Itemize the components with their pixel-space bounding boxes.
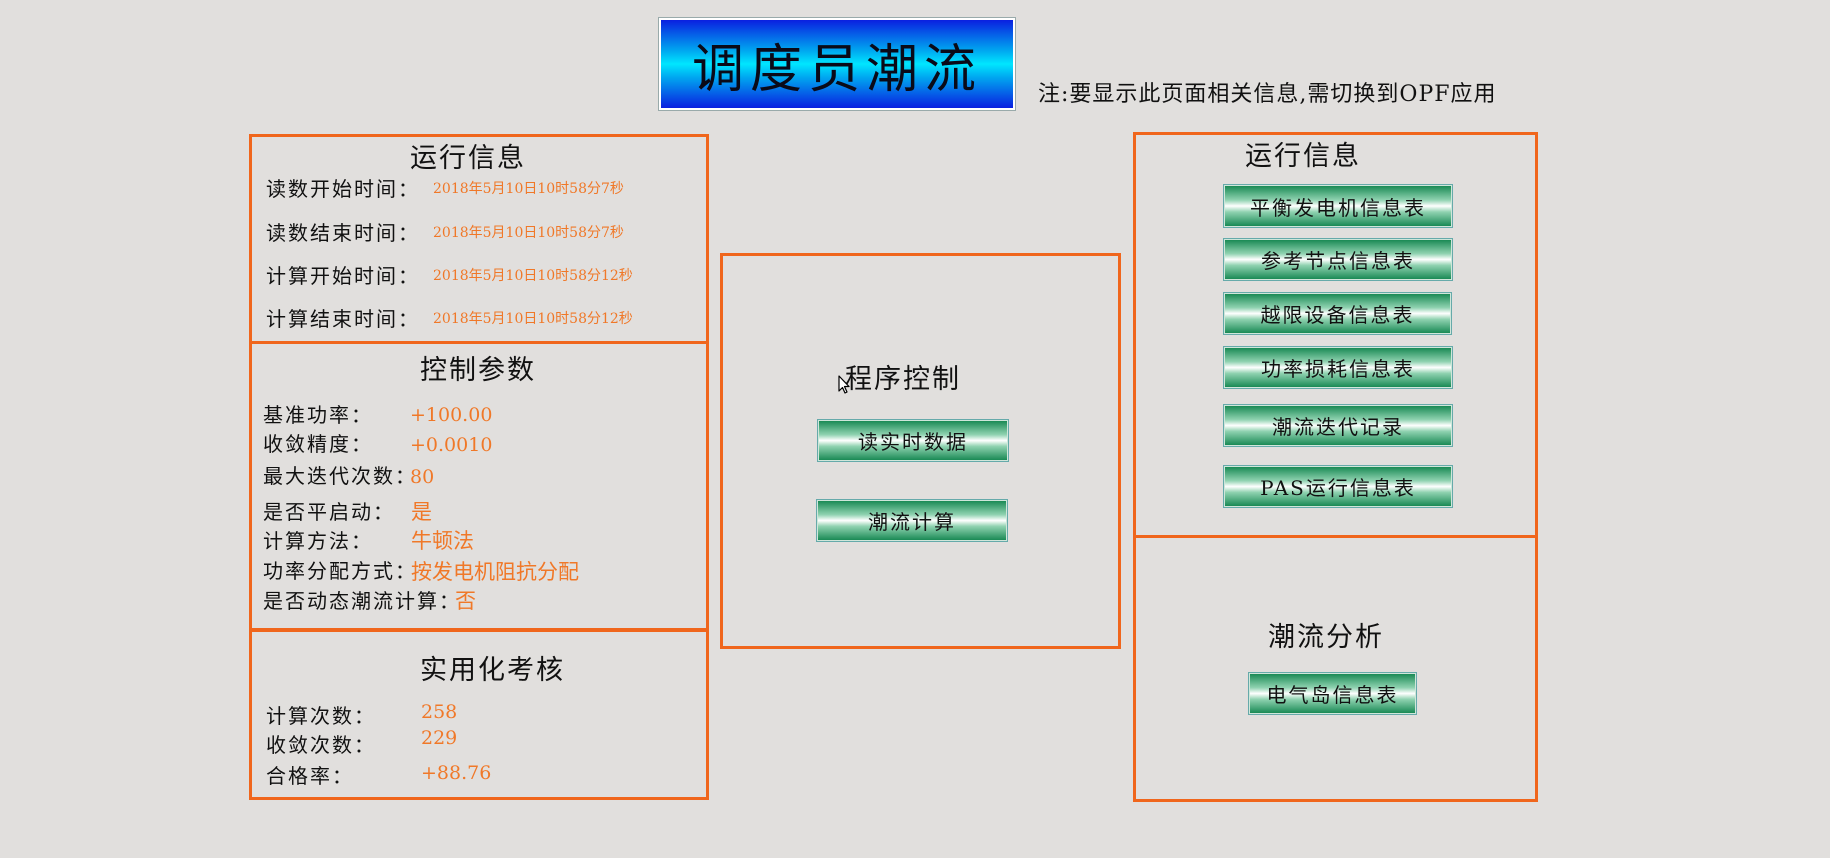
calc-method-label: 计算方法： — [263, 529, 373, 553]
pass-rate-label: 合格率： — [266, 764, 354, 788]
calc-start-value: 2018年5月10日10时58分12秒 — [433, 268, 633, 284]
limit-violation-table-button[interactable]: 越限设备信息表 — [1224, 293, 1451, 334]
read-end-label: 读数结束时间： — [266, 221, 420, 245]
slack-generator-table-button[interactable]: 平衡发电机信息表 — [1224, 185, 1452, 227]
max-iterations-label: 最大迭代次数： — [263, 464, 417, 488]
flow-iteration-record-button[interactable]: 潮流迭代记录 — [1224, 405, 1452, 446]
calc-end-label: 计算结束时间： — [266, 307, 420, 331]
max-iterations-value: 80 — [410, 466, 435, 488]
power-loss-table-button[interactable]: 功率损耗信息表 — [1224, 347, 1452, 388]
program-control-title: 程序控制 — [845, 364, 961, 395]
flat-start-value: 是 — [411, 500, 432, 524]
dynamic-flow-label: 是否动态潮流计算： — [263, 589, 461, 613]
reference-node-table-button[interactable]: 参考节点信息表 — [1224, 239, 1452, 280]
converge-count-label: 收敛次数： — [266, 733, 376, 757]
calc-method-value: 牛顿法 — [411, 529, 474, 553]
program-control-panel — [720, 253, 1121, 649]
convergence-precision-value: +0.0010 — [410, 434, 493, 456]
pas-run-info-table-button[interactable]: PAS运行信息表 — [1224, 466, 1452, 507]
run-info-title: 运行信息 — [410, 143, 526, 174]
base-power-label: 基准功率： — [263, 403, 373, 427]
calc-count-value: 258 — [421, 701, 458, 723]
flat-start-label: 是否平启动： — [263, 500, 395, 524]
flow-analysis-title: 潮流分析 — [1268, 622, 1384, 653]
calc-end-value: 2018年5月10日10时58分12秒 — [433, 311, 633, 327]
opf-note: 注:要显示此页面相关信息,需切换到OPF应用 — [1038, 82, 1497, 107]
electrical-island-table-button[interactable]: 电气岛信息表 — [1249, 673, 1416, 714]
convergence-precision-label: 收敛精度： — [263, 432, 373, 456]
dynamic-flow-value: 否 — [455, 589, 476, 613]
flow-analysis-panel — [1133, 535, 1538, 802]
power-allocation-label: 功率分配方式： — [263, 559, 417, 583]
power-flow-calc-button[interactable]: 潮流计算 — [817, 500, 1007, 541]
calc-count-label: 计算次数： — [266, 704, 376, 728]
power-allocation-value: 按发电机阻抗分配 — [411, 560, 579, 584]
control-params-title: 控制参数 — [420, 355, 536, 386]
assessment-title: 实用化考核 — [420, 655, 565, 686]
read-end-value: 2018年5月10日10时58分7秒 — [433, 225, 624, 241]
assessment-panel — [249, 628, 709, 800]
read-start-value: 2018年5月10日10时58分7秒 — [433, 181, 624, 197]
pass-rate-value: +88.76 — [421, 762, 492, 784]
calc-start-label: 计算开始时间： — [266, 264, 420, 288]
page-title-banner: 调度员潮流 — [659, 18, 1015, 110]
page-title: 调度员潮流 — [691, 39, 982, 100]
converge-count-value: 229 — [421, 727, 458, 749]
read-realtime-data-button[interactable]: 读实时数据 — [818, 420, 1008, 461]
read-start-label: 读数开始时间： — [266, 177, 420, 201]
right-run-info-title: 运行信息 — [1245, 141, 1361, 172]
base-power-value: +100.00 — [410, 404, 493, 426]
